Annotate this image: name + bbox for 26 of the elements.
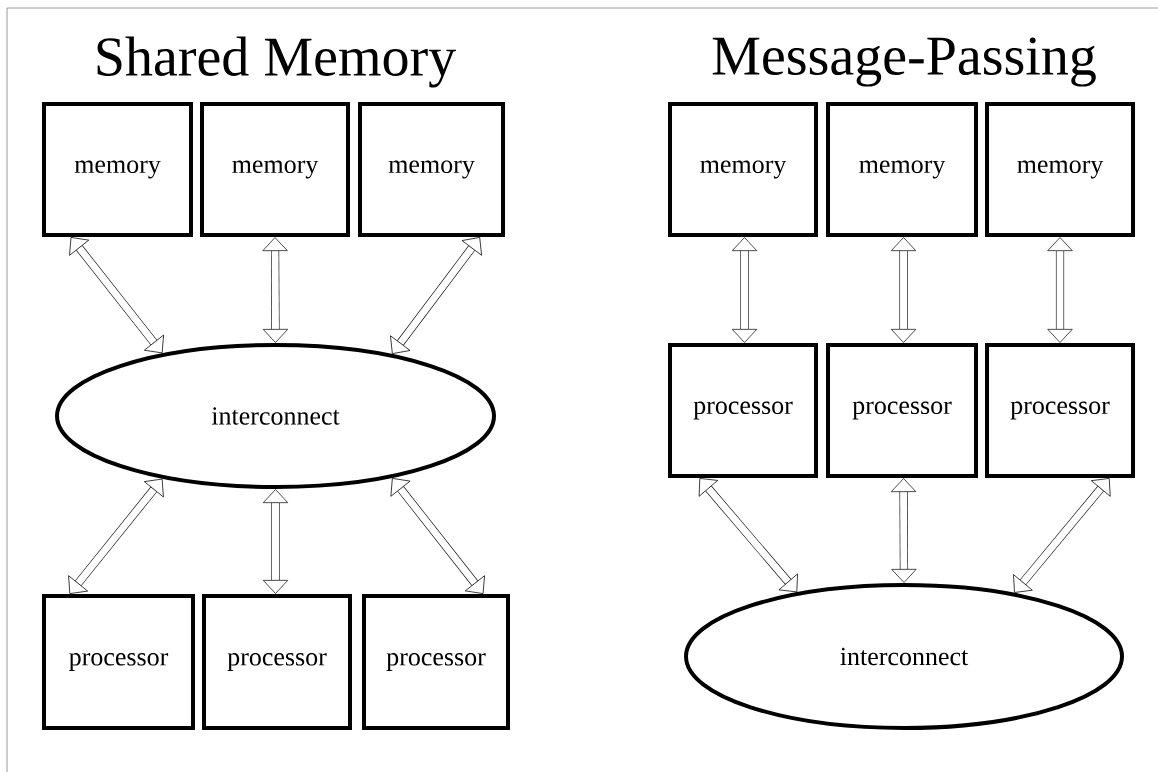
component-box: processor — [826, 343, 978, 478]
double-arrow — [262, 237, 289, 343]
component-box: memory — [985, 102, 1135, 237]
double-arrow — [1047, 237, 1073, 343]
component-box: processor — [985, 343, 1135, 478]
component-box: processor — [668, 343, 818, 478]
double-arrow — [68, 478, 164, 594]
component-box: memory — [826, 102, 978, 237]
double-arrow — [698, 478, 798, 593]
double-arrow — [1013, 478, 1111, 593]
component-box: processor — [42, 594, 195, 730]
double-arrow — [390, 237, 482, 354]
double-arrow — [262, 489, 289, 594]
double-arrow — [731, 237, 758, 343]
double-arrow — [69, 237, 164, 354]
component-box: memory — [358, 102, 505, 237]
component-box: processor — [362, 594, 510, 730]
component-box: processor — [202, 594, 352, 730]
double-arrow — [891, 478, 917, 583]
heading: Message-Passing — [712, 37, 1096, 87]
component-box: memory — [200, 102, 350, 237]
heading: Shared Memory — [97, 36, 456, 88]
component-box: memory — [668, 102, 818, 237]
component-box: memory — [42, 102, 193, 237]
double-arrow — [890, 237, 917, 343]
double-arrow — [390, 478, 485, 594]
